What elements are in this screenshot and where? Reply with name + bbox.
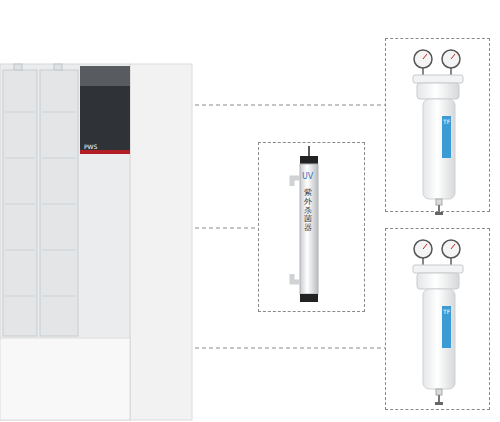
leader-line (195, 347, 385, 348)
cabinet: PWS (0, 62, 192, 420)
uv-callout: UV 紫外杀菌器 (258, 142, 365, 312)
filter-label: TF (443, 309, 450, 315)
leader-line (195, 104, 385, 105)
filter-label: TF (443, 119, 450, 125)
filter-callout: TF (385, 38, 490, 212)
uv-label: UV (302, 173, 313, 181)
leader-line (195, 227, 258, 228)
filter-callout: TF (385, 228, 490, 410)
brand-label: PWS (84, 144, 97, 150)
uv-chinese-label: 紫外杀菌器 (304, 189, 312, 233)
